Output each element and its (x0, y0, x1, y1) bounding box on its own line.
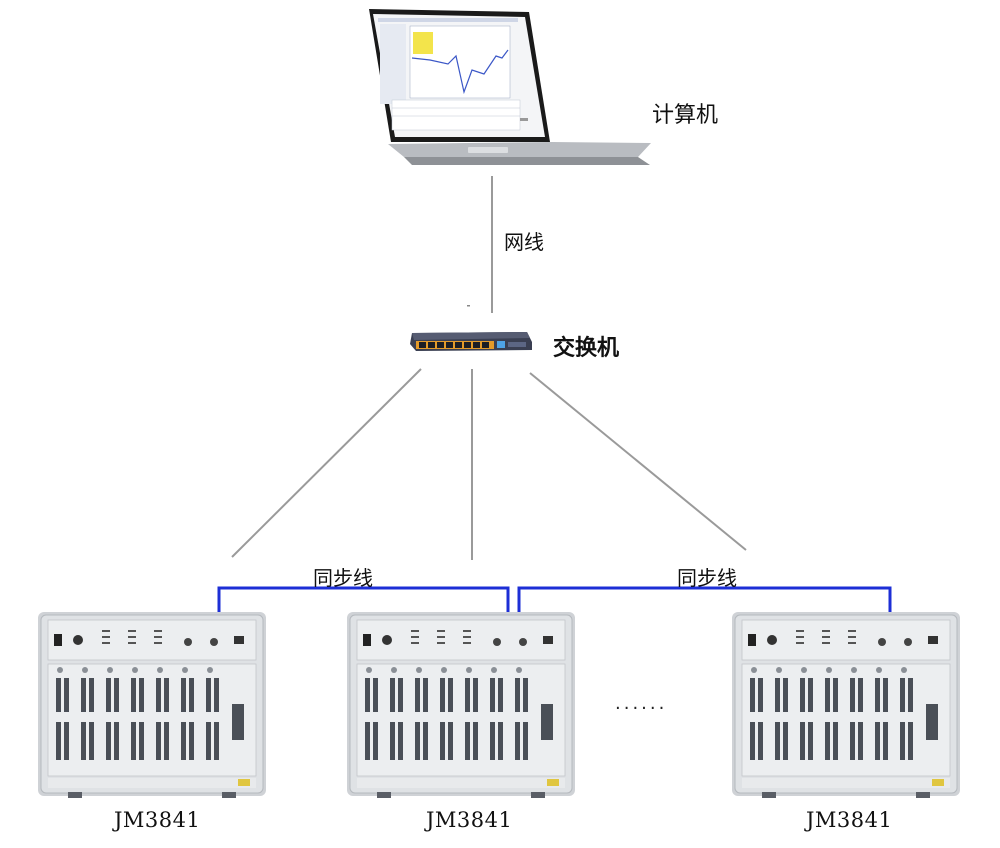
sync-lines (217, 586, 892, 628)
sync-line-label-right: 同步线 (677, 566, 737, 590)
sync-line-left (217, 586, 510, 628)
device-3-case-icon (731, 611, 961, 799)
device-3-label: JM3841 (806, 808, 893, 832)
network-cable-label: 网线 (504, 230, 544, 254)
cable-switch-device-1 (231, 368, 422, 558)
network-connectors (231, 176, 747, 560)
cable-switch-device-3 (529, 372, 747, 551)
computer-label: 计算机 (652, 103, 719, 128)
more-devices-ellipsis: ...... (615, 693, 668, 714)
laptop-icon (369, 9, 651, 165)
network-switch-icon (410, 305, 532, 351)
device-2-case-icon (346, 611, 576, 799)
device-1-label: JM3841 (114, 808, 201, 832)
sync-line-label-left: 同步线 (313, 566, 373, 590)
device-2-label: JM3841 (426, 808, 513, 832)
switch-label: 交换机 (553, 336, 620, 361)
device-1-case-icon (37, 611, 267, 799)
sync-line-right (517, 586, 892, 628)
